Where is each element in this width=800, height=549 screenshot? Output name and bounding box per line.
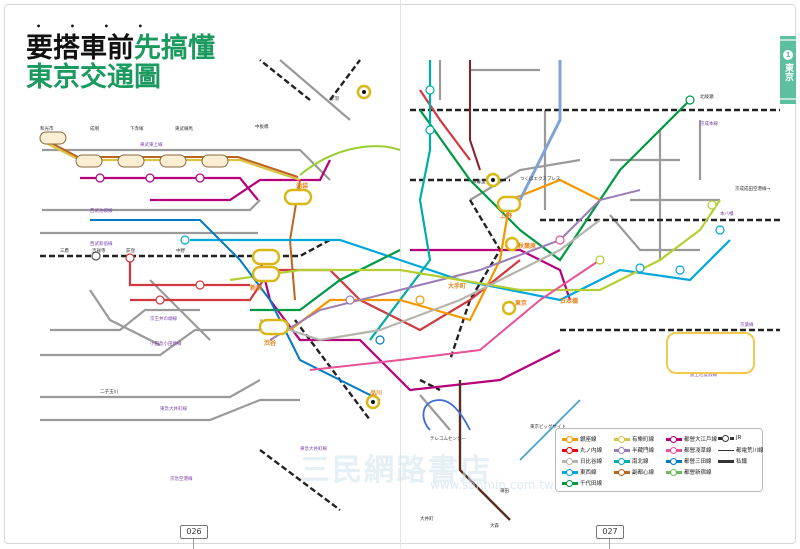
- marunouchi-branch: [128, 258, 250, 287]
- svg-text:中板橋: 中板橋: [255, 123, 269, 130]
- svg-text:秋葉原: 秋葉原: [518, 242, 536, 250]
- legend-item: 半藏門線: [614, 446, 654, 454]
- legend-item: 都營新宿線: [666, 468, 712, 476]
- namboku-line: [369, 60, 432, 341]
- svg-text:京成本線: 京成本線: [700, 120, 718, 127]
- legend-item: JR: [718, 434, 741, 442]
- svg-text:三鷹: 三鷹: [60, 247, 69, 254]
- asakusa-line: [309, 259, 601, 371]
- svg-text:二子玉川: 二子玉川: [100, 388, 118, 395]
- legend-item: 有樂町線: [614, 435, 654, 443]
- svg-text:蒲田: 蒲田: [500, 487, 509, 494]
- svg-text:大手町: 大手町: [448, 282, 466, 290]
- page-number-right: 027: [596, 525, 624, 549]
- svg-text:渋谷: 渋谷: [264, 339, 277, 347]
- svg-text:北綾瀬: 北綾瀬: [700, 93, 714, 100]
- legend-item: 南北線: [614, 457, 649, 465]
- oedo-line: [80, 176, 259, 201]
- svg-text:赤羽: 赤羽: [330, 96, 339, 102]
- tobu-tojo-line: [42, 148, 331, 181]
- svg-text:京急空港線: 京急空港線: [170, 475, 193, 482]
- legend-item: 都營大江戶線: [666, 435, 717, 443]
- svg-text:迪士尼度假線: 迪士尼度假線: [690, 371, 717, 378]
- chiyoda-line: [419, 99, 691, 262]
- svg-text:和光市: 和光市: [40, 125, 54, 132]
- legend-item: 都營淺草線: [666, 446, 712, 454]
- svg-text:東急大井町線: 東急大井町線: [300, 445, 327, 452]
- hanzomon-line: [269, 189, 641, 341]
- map-legend: 銀座線 丸ノ内線 日比谷線 東西線 千代田線 有樂町線 半藏門線 南北線 副都心…: [555, 428, 764, 492]
- legend-item: 東西線: [562, 468, 597, 476]
- svg-text:日暮里: 日暮里: [472, 178, 486, 185]
- book-gutter: [400, 0, 401, 548]
- hibiya-line: [259, 219, 601, 342]
- svg-text:本八幡: 本八幡: [720, 210, 734, 217]
- svg-text:西武新宿線: 西武新宿線: [90, 240, 113, 247]
- svg-text:荻窪: 荻窪: [126, 247, 135, 254]
- legend-item: 都電荒川線: [718, 446, 764, 454]
- yurikamome-line: [422, 399, 471, 431]
- svg-text:中野: 中野: [176, 247, 185, 254]
- svg-text:品川: 品川: [370, 389, 382, 397]
- svg-text:東京: 東京: [515, 299, 527, 307]
- svg-text:上野: 上野: [500, 212, 512, 220]
- svg-text:大井町: 大井町: [420, 515, 434, 522]
- disney-resort-line-loop: [666, 332, 755, 374]
- legend-item: 副都心線: [614, 468, 654, 476]
- toei-shinjuku-line: [229, 199, 721, 292]
- title-part2: 先搞懂: [134, 33, 215, 64]
- svg-text:小田急小田原線: 小田急小田原線: [150, 340, 182, 347]
- svg-text:西武池袋線: 西武池袋線: [90, 207, 113, 214]
- fukutoshin-line: [39, 136, 299, 178]
- svg-text:新宿: 新宿: [250, 284, 262, 292]
- hub-markers: [39, 84, 522, 410]
- svg-text:東京ビッグサイト: 東京ビッグサイト: [530, 423, 566, 430]
- svg-text:東武東上線: 東武東上線: [140, 141, 163, 148]
- title-emphasis-dots: • • • •: [36, 22, 156, 31]
- svg-text:日本橋: 日本橋: [560, 297, 579, 305]
- watermark-url: www.sanmin.com.tw: [430, 478, 554, 492]
- chapter-label: 東京: [783, 63, 793, 81]
- svg-text:東急大井町線: 東急大井町線: [160, 405, 187, 412]
- legend-item: 私鐵: [718, 457, 747, 465]
- svg-text:吉祥寺: 吉祥寺: [92, 247, 106, 254]
- svg-text:京成成田空港線→: 京成成田空港線→: [735, 185, 770, 192]
- legend-item: 都營三田線: [666, 457, 712, 465]
- svg-text:京葉線: 京葉線: [740, 321, 754, 328]
- ginza-line: [289, 178, 601, 331]
- title-line2: 東京交通圖: [26, 62, 161, 93]
- legend-item: 日比谷線: [562, 457, 602, 465]
- chapter-tab[interactable]: 1 東京: [780, 36, 796, 104]
- svg-text:京王井の頭線: 京王井の頭線: [150, 315, 177, 322]
- mita-line: [90, 219, 381, 401]
- page-title: • • • • 要搭車前先搞懂 東京交通圖: [26, 23, 215, 93]
- watermark-text: 三民網路書店: [300, 453, 492, 488]
- title-part1: 要搭車前: [26, 33, 134, 64]
- svg-text:テレコムセンター: テレコムセンター: [430, 435, 466, 442]
- chapter-number: 1: [783, 50, 793, 60]
- page-number-left: 026: [180, 525, 208, 549]
- legend-item: 銀座線: [562, 435, 597, 443]
- svg-text:下赤塚: 下赤塚: [130, 125, 144, 132]
- legend-item: 千代田線: [562, 479, 602, 487]
- tozai-line: [190, 238, 731, 302]
- svg-text:成増: 成増: [90, 125, 99, 132]
- legend-item: 丸ノ内線: [562, 446, 602, 454]
- svg-text:つくばエクスプレス: つくばエクスプレス: [520, 175, 561, 182]
- svg-text:東武練馬: 東武練馬: [175, 125, 193, 132]
- svg-text:池袋: 池袋: [296, 182, 309, 190]
- svg-text:大森: 大森: [490, 522, 499, 529]
